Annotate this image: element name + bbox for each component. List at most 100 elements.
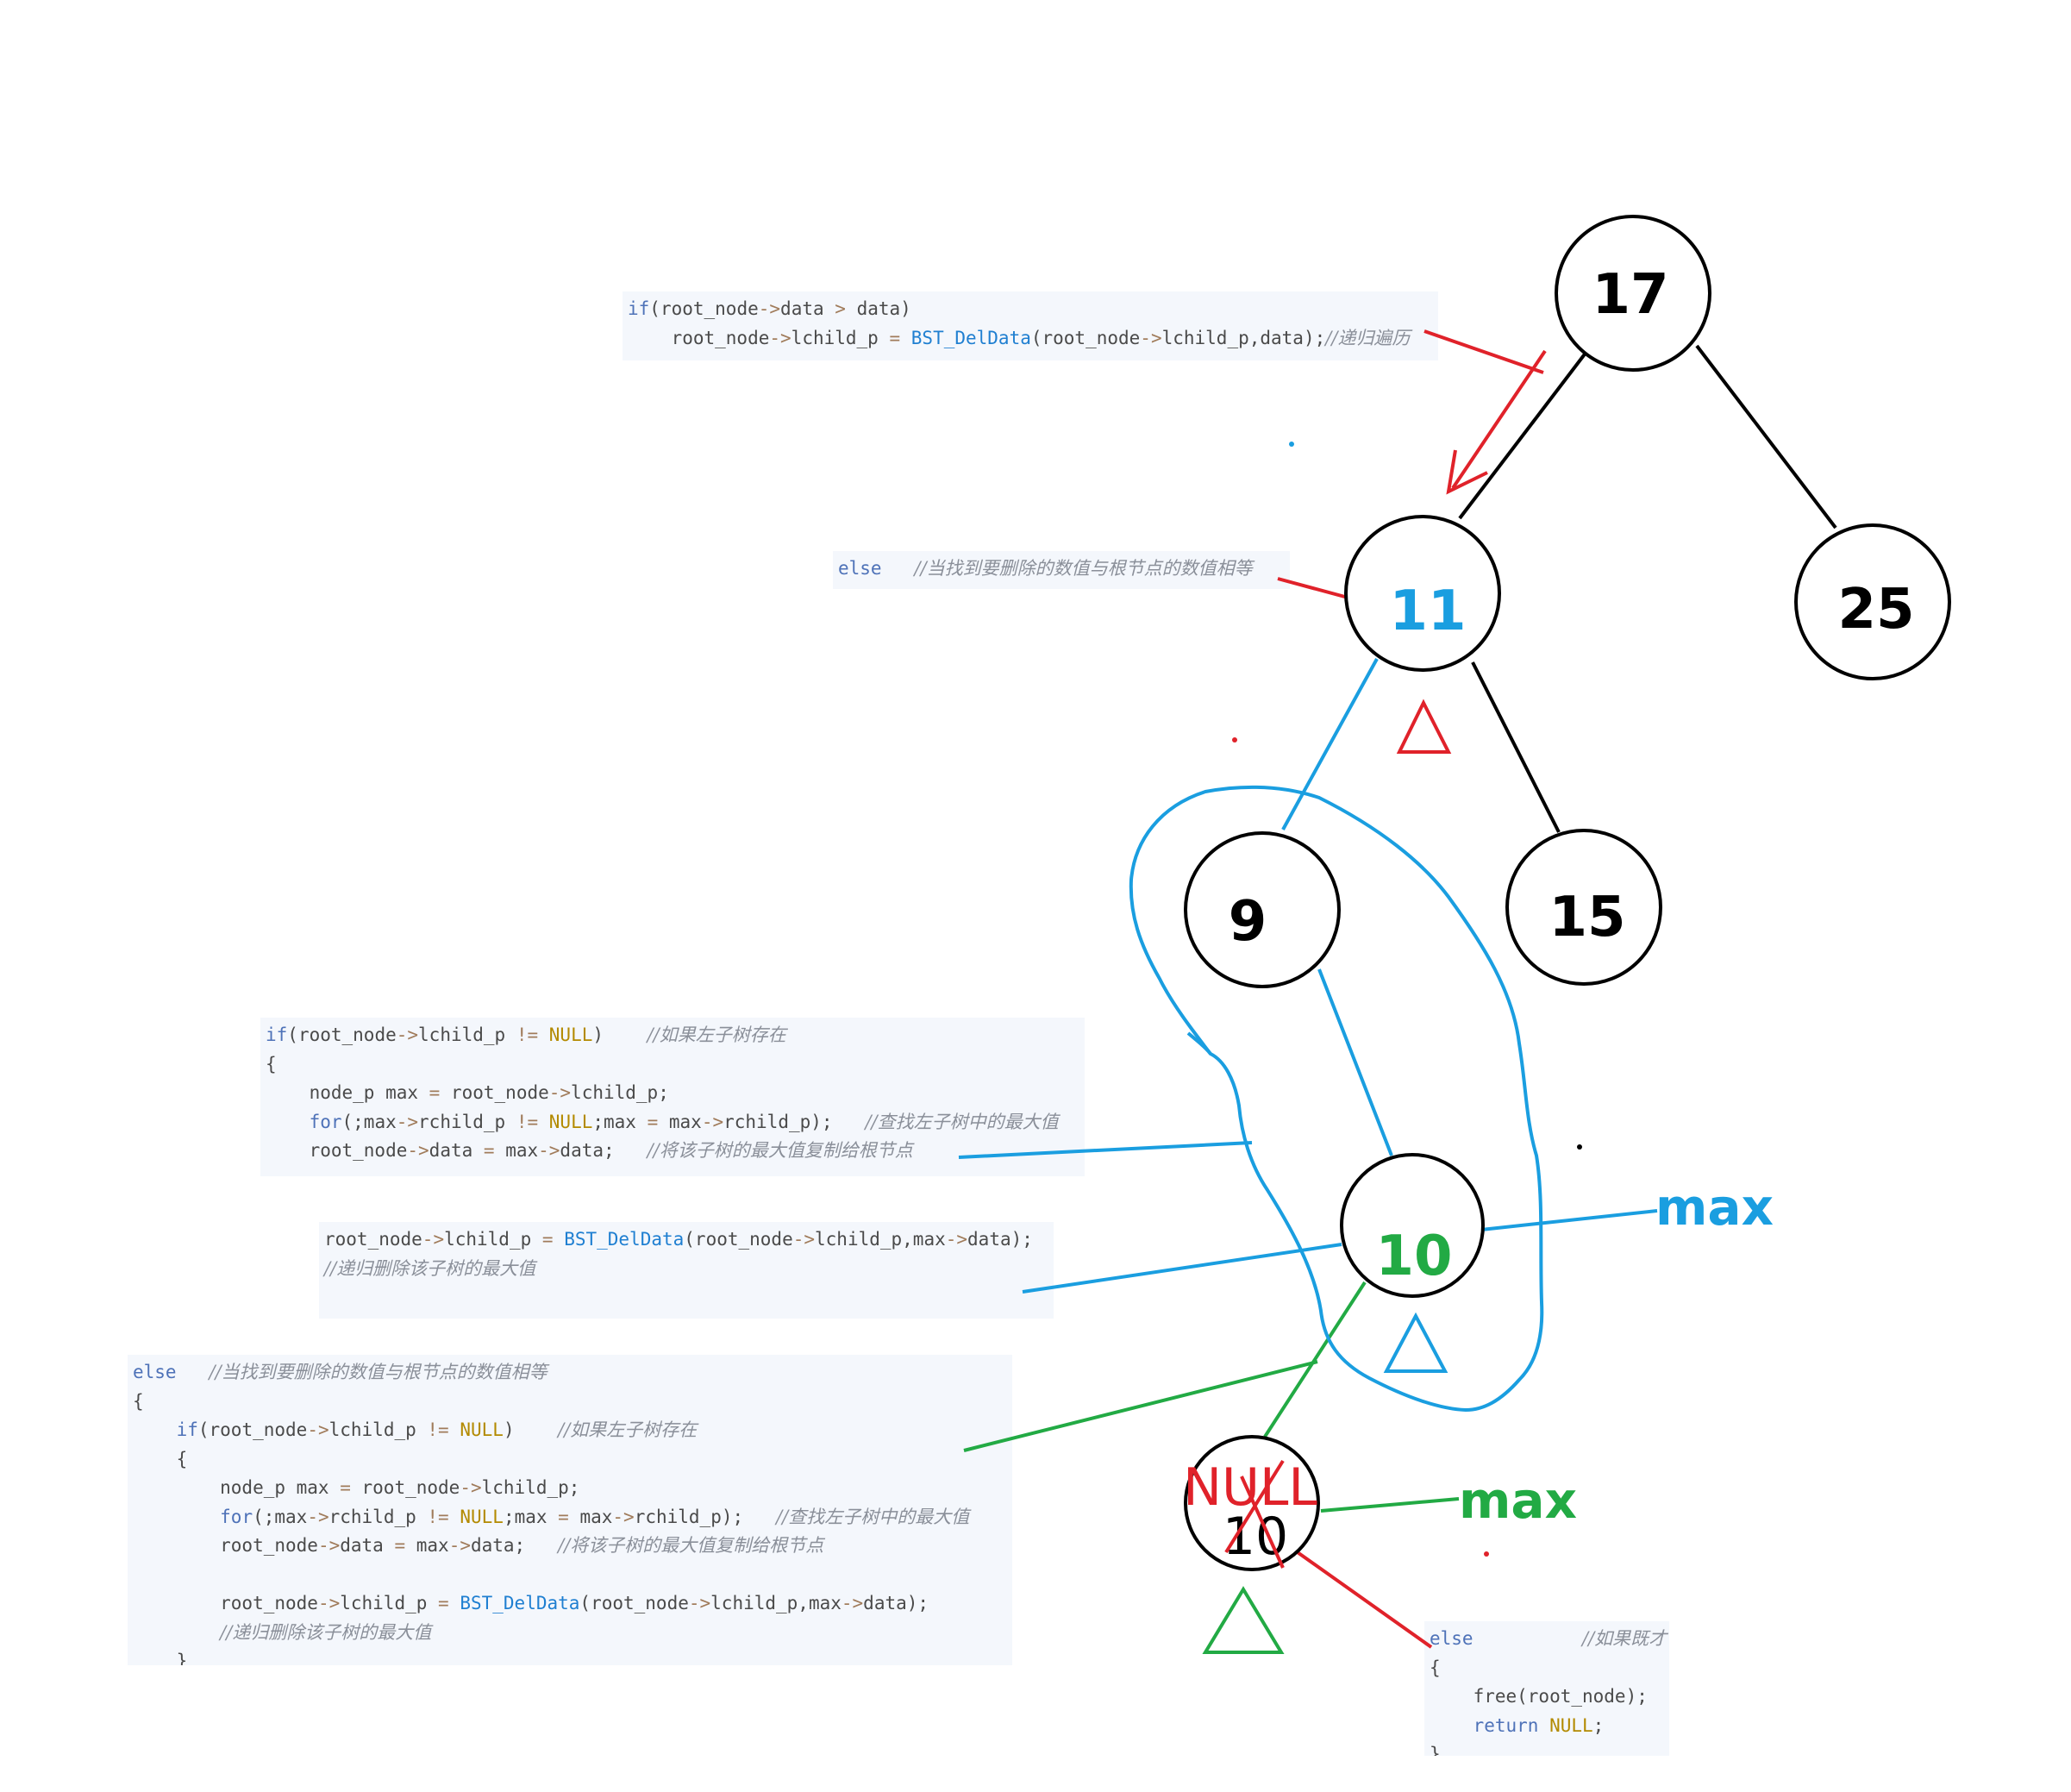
code-token: -> bbox=[460, 1477, 482, 1498]
code-token: root_node bbox=[266, 1140, 408, 1161]
code-token: -> bbox=[769, 327, 791, 348]
code-token: rchild_p); bbox=[634, 1506, 777, 1527]
node-17-label: 17 bbox=[1592, 263, 1668, 327]
code-token: lchild_p,max bbox=[710, 1593, 842, 1613]
code-token: NULL bbox=[1549, 1714, 1593, 1736]
stray-dot-red-2 bbox=[1484, 1551, 1489, 1557]
edge-17-25 bbox=[1695, 344, 1837, 529]
code-line: node_p max = root_node->lchild_p; bbox=[133, 1474, 1007, 1503]
connector-find-max bbox=[958, 1141, 1253, 1159]
code-token: -> bbox=[422, 1229, 445, 1250]
connector-recurse-max bbox=[1022, 1243, 1342, 1294]
code-token: if bbox=[628, 298, 650, 319]
code-token: free(root_node); bbox=[1430, 1686, 1648, 1707]
code-token: data); bbox=[967, 1229, 1033, 1250]
code-line: root_node->lchild_p = BST_DelData(root_n… bbox=[628, 324, 1433, 354]
code-line: root_node->data = max->data; //将该子树的最大值复… bbox=[266, 1137, 1079, 1166]
code-token: else bbox=[133, 1362, 177, 1382]
code-token: root_node bbox=[350, 1477, 460, 1498]
code-token: -> bbox=[307, 1506, 329, 1527]
code-token: data); bbox=[863, 1593, 929, 1613]
code-token: else bbox=[838, 558, 882, 579]
code-token: data; bbox=[470, 1535, 559, 1556]
code-line: if(root_node->data > data) bbox=[628, 295, 1433, 324]
code-token: -> bbox=[792, 1229, 816, 1250]
code-token: data bbox=[340, 1535, 395, 1556]
code-token: != bbox=[516, 1111, 539, 1132]
connector-max-blue bbox=[1480, 1209, 1658, 1231]
code-token: lchild_p,max bbox=[815, 1229, 946, 1250]
code-token: max bbox=[658, 1111, 702, 1132]
code-token: lchild_p; bbox=[481, 1477, 580, 1498]
code-token: root_node bbox=[660, 298, 759, 319]
code-token: != bbox=[427, 1419, 449, 1440]
node-17: 17 bbox=[1555, 215, 1711, 372]
code-token: //如果左子树存在 bbox=[558, 1419, 698, 1440]
code-token: rchild_p bbox=[418, 1111, 516, 1132]
node-15-label: 15 bbox=[1549, 886, 1625, 949]
code-token: = bbox=[438, 1593, 449, 1613]
code-token: //当找到要删除的数值与根节点的数值相等 bbox=[209, 1362, 547, 1382]
node-10-deleted: 10 NULL bbox=[1183, 1435, 1320, 1571]
code-token: -> bbox=[945, 1229, 968, 1250]
node-25-label: 25 bbox=[1837, 578, 1914, 642]
code-line: { bbox=[266, 1050, 1079, 1080]
code-token: != bbox=[516, 1024, 539, 1045]
null-label: NULL bbox=[1183, 1457, 1317, 1518]
code-token: ) bbox=[592, 1024, 648, 1045]
code-token: //将该子树的最大值复制给根节点 bbox=[558, 1535, 824, 1556]
code-line: for(;max->rchild_p != NULL;max = max->rc… bbox=[266, 1108, 1079, 1137]
code-token: -> bbox=[307, 1419, 329, 1440]
code-token: BST_DelData bbox=[564, 1229, 685, 1250]
code-token: //递归删除该子树的最大值 bbox=[324, 1257, 536, 1279]
code-token: { bbox=[133, 1390, 144, 1412]
code-line: root_node->lchild_p = BST_DelData(root_n… bbox=[324, 1225, 1048, 1255]
stray-dot-black bbox=[1577, 1144, 1582, 1150]
code-block-recurse-left: if(root_node->data > data) root_node->lc… bbox=[623, 291, 1438, 360]
max-label-green: max bbox=[1459, 1471, 1577, 1530]
code-token: root_node bbox=[440, 1082, 549, 1103]
code-token: //将该子树的最大值复制给根节点 bbox=[647, 1140, 913, 1161]
code-token: -> bbox=[317, 1535, 341, 1556]
code-token: } bbox=[133, 1651, 188, 1665]
code-token: root_node bbox=[133, 1593, 318, 1613]
code-token: //递归删除该子树的最大值 bbox=[220, 1621, 432, 1643]
code-token: = bbox=[541, 1229, 554, 1250]
code-line: for(;max->rchild_p != NULL;max = max->rc… bbox=[133, 1503, 1007, 1532]
code-token: //查找左子树中的最大值 bbox=[865, 1111, 1059, 1132]
code-token: data) bbox=[845, 298, 911, 319]
code-token: (root_node bbox=[684, 1229, 793, 1250]
code-token: data bbox=[780, 298, 835, 319]
code-token: = bbox=[558, 1506, 569, 1527]
connector-recurse bbox=[1423, 329, 1544, 374]
code-token: (root_node bbox=[287, 1024, 397, 1045]
code-line: root_node->data = max->data; //将该子树的最大值复… bbox=[133, 1532, 1007, 1561]
code-block-recurse-max: root_node->lchild_p = BST_DelData(root_n… bbox=[319, 1222, 1054, 1319]
code-token: for bbox=[220, 1506, 253, 1527]
code-token: return bbox=[1473, 1714, 1539, 1736]
code-token: { bbox=[133, 1448, 188, 1469]
lasso-tail bbox=[1186, 1031, 1212, 1056]
code-token: //如果左子树存在 bbox=[647, 1024, 786, 1045]
code-token: rchild_p bbox=[328, 1506, 428, 1527]
code-line: root_node->lchild_p = BST_DelData(root_n… bbox=[133, 1589, 1007, 1619]
code-line: if(root_node->lchild_p != NULL) //如果左子树存… bbox=[133, 1416, 1007, 1445]
code-token: lchild_p; bbox=[571, 1082, 669, 1103]
code-line: } bbox=[133, 1647, 1007, 1665]
edge-9-10 bbox=[1317, 968, 1393, 1156]
node-15: 15 bbox=[1505, 829, 1662, 986]
code-line: { bbox=[1430, 1654, 1664, 1683]
code-token: = bbox=[394, 1535, 406, 1556]
code-token: node_p max bbox=[133, 1477, 341, 1498]
code-token: //如果既才 bbox=[1582, 1628, 1667, 1649]
edge-10-10b bbox=[1263, 1281, 1367, 1438]
stray-dot-blue bbox=[1289, 442, 1294, 447]
code-token: -> bbox=[841, 1593, 864, 1613]
code-token: (;max bbox=[253, 1506, 308, 1527]
code-block-find-max: if(root_node->lchild_p != NULL) //如果左子树存… bbox=[260, 1018, 1085, 1176]
code-line: node_p max = root_node->lchild_p; bbox=[266, 1079, 1079, 1108]
code-token: else bbox=[1430, 1628, 1473, 1649]
code-token: //当找到要删除的数值与根节点的数值相等 bbox=[914, 558, 1253, 579]
code-token: -> bbox=[538, 1140, 560, 1161]
code-token: node_p max bbox=[266, 1082, 429, 1103]
